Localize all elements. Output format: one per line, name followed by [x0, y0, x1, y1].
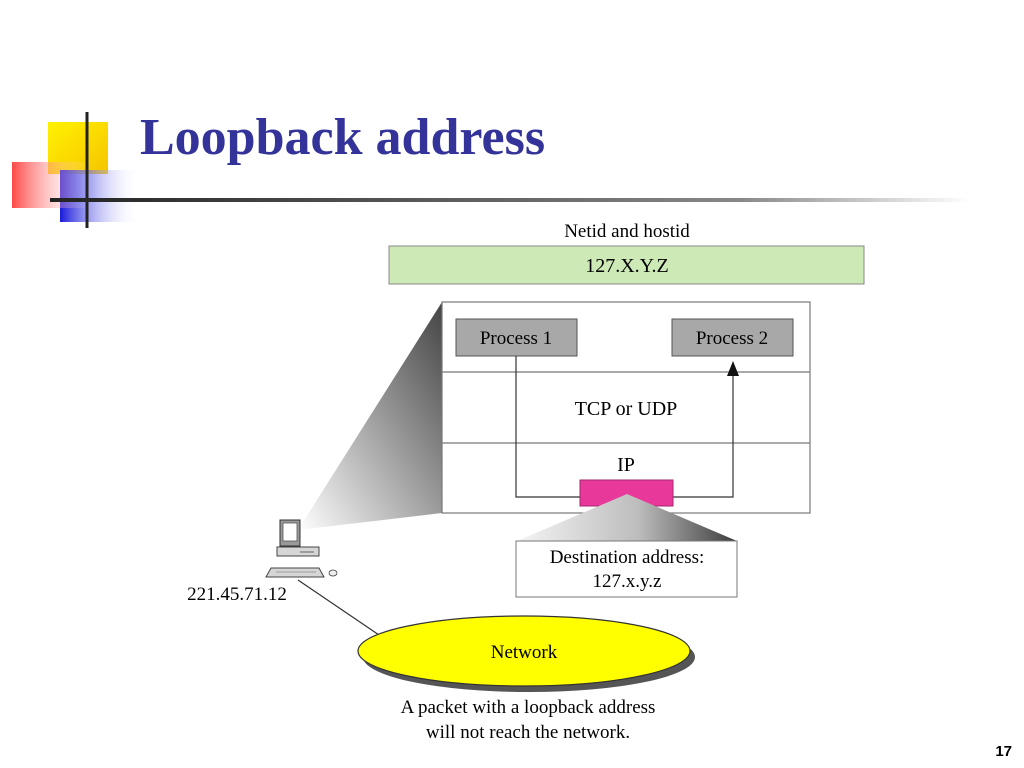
callout-pointer	[517, 494, 737, 541]
address-box	[388, 245, 865, 285]
network-connection-line	[297, 579, 383, 638]
caption-line-2: will not reach the network.	[426, 722, 630, 743]
network-ellipse	[357, 615, 691, 687]
slide-title: Loopback address	[140, 109, 546, 166]
destination-value: 127.x.y.z	[593, 571, 662, 592]
network-label: Network	[491, 642, 558, 663]
process-1-box	[455, 318, 578, 357]
ip-layer-label: IP	[617, 454, 635, 476]
title-rule	[50, 198, 970, 202]
transport-layer-label: TCP or UDP	[575, 398, 678, 420]
address-header: Netid and hostid	[564, 221, 690, 242]
caption-line-1: A packet with a loopback address	[401, 697, 656, 718]
address-value: 127.X.Y.Z	[585, 255, 669, 277]
corner-logo	[12, 112, 140, 228]
page-number: 17	[995, 743, 1012, 760]
zoom-beam	[298, 302, 442, 530]
process-2-label: Process 2	[696, 328, 768, 349]
destination-box	[515, 540, 738, 598]
host-ip-label: 221.45.71.12	[187, 584, 287, 605]
computer-icon	[265, 519, 338, 578]
destination-label: Destination address:	[550, 547, 705, 568]
arrow-up-icon	[727, 361, 739, 376]
process-2-box	[671, 318, 794, 357]
process-1-label: Process 1	[480, 328, 552, 349]
